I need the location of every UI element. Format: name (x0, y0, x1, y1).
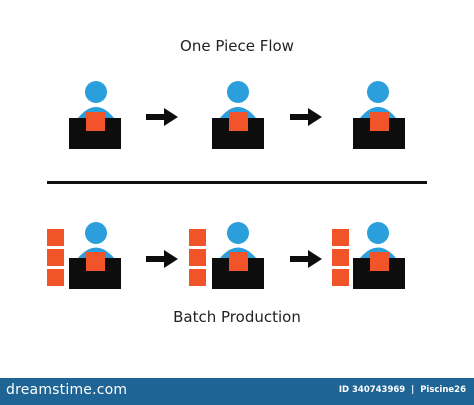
batch-piece (332, 269, 349, 286)
worker-head (367, 81, 389, 103)
flow-arrow (146, 250, 178, 268)
worker-head (85, 81, 107, 103)
flow-arrow (290, 108, 322, 126)
arrow-shaft (146, 114, 166, 120)
batch-piece (189, 229, 206, 246)
batch-piece (189, 249, 206, 266)
arrow-head (308, 250, 322, 268)
workstation-1 (69, 222, 121, 289)
section-divider (47, 181, 427, 184)
image-author: Piscine26 (420, 385, 466, 395)
dreamstime-logo[interactable]: dreamstime.com (6, 382, 128, 398)
flow-arrow (146, 108, 178, 126)
batch-stack (189, 229, 206, 286)
image-credit: ID 340743969 | Piscine26 (339, 385, 466, 395)
batch-piece (47, 229, 64, 246)
batch-piece (47, 249, 64, 266)
worker-head (227, 222, 249, 244)
batch-production-row (47, 222, 405, 289)
arrow-head (164, 250, 178, 268)
workstation-3 (353, 222, 405, 289)
batch-piece (332, 229, 349, 246)
work-piece (86, 252, 105, 271)
batch-production-title: Batch Production (173, 308, 301, 326)
stock-footer-bar: dreamstime.com ID 340743969 | Piscine26 (0, 378, 474, 405)
batch-piece (332, 249, 349, 266)
workstation-3 (353, 81, 405, 149)
workstation-2 (212, 222, 264, 289)
arrow-shaft (146, 256, 166, 262)
arrow-head (308, 108, 322, 126)
work-piece (229, 112, 248, 131)
one-piece-flow-title: One Piece Flow (180, 37, 294, 55)
worker-head (367, 222, 389, 244)
batch-stack (47, 229, 64, 286)
workstation-1 (69, 81, 121, 149)
work-piece (370, 112, 389, 131)
one-piece-flow-row (69, 81, 405, 149)
flow-arrow (290, 250, 322, 268)
batch-piece (189, 269, 206, 286)
work-piece (370, 252, 389, 271)
credit-separator: | (408, 385, 418, 395)
work-piece (229, 252, 248, 271)
arrow-head (164, 108, 178, 126)
image-id: ID 340743969 (338, 385, 406, 395)
work-piece (86, 112, 105, 131)
batch-stack (332, 229, 349, 286)
workstation-2 (212, 81, 264, 149)
arrow-shaft (290, 114, 310, 120)
worker-head (227, 81, 249, 103)
batch-piece (47, 269, 64, 286)
worker-head (85, 222, 107, 244)
arrow-shaft (290, 256, 310, 262)
